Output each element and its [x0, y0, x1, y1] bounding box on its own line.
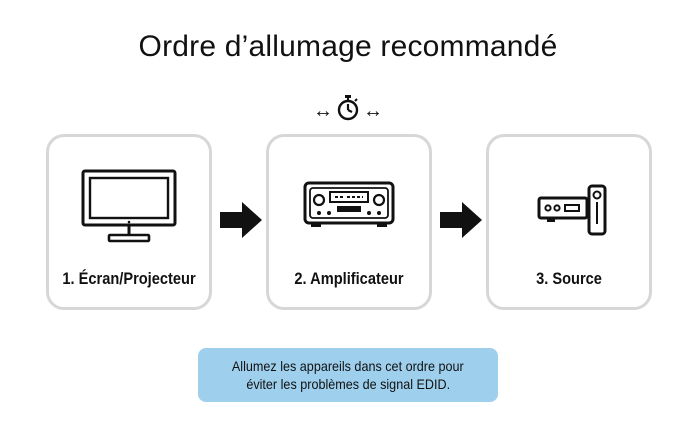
- double-arrow-left-icon: ↔: [313, 99, 333, 122]
- av-receiver-icon: [269, 159, 429, 255]
- note-line-1: Allumez les appareils dans cet ordre pou…: [232, 358, 464, 374]
- step-card-amplifier: 2. Amplificateur: [266, 134, 432, 310]
- double-arrow-right-icon: ↔: [363, 99, 383, 122]
- media-player-icon: [489, 159, 649, 255]
- timing-indicator: ↔ ↔: [300, 94, 396, 128]
- stopwatch-icon: [335, 94, 361, 128]
- step-card-display: 1. Écran/Projecteur: [46, 134, 212, 310]
- page-title: Ordre d’allumage recommandé: [138, 30, 558, 63]
- step-card-source: 3. Source: [486, 134, 652, 310]
- arrow-right-icon: [220, 202, 262, 238]
- tv-monitor-icon: [49, 159, 209, 255]
- step-label: 3. Source: [536, 269, 602, 288]
- step-label: 1. Écran/Projecteur: [62, 269, 196, 288]
- info-note: Allumez les appareils dans cet ordre pou…: [198, 348, 498, 402]
- step-label: 2. Amplificateur: [294, 269, 404, 288]
- note-line-2: éviter les problèmes de signal EDID.: [246, 376, 450, 392]
- arrow-right-icon: [440, 202, 482, 238]
